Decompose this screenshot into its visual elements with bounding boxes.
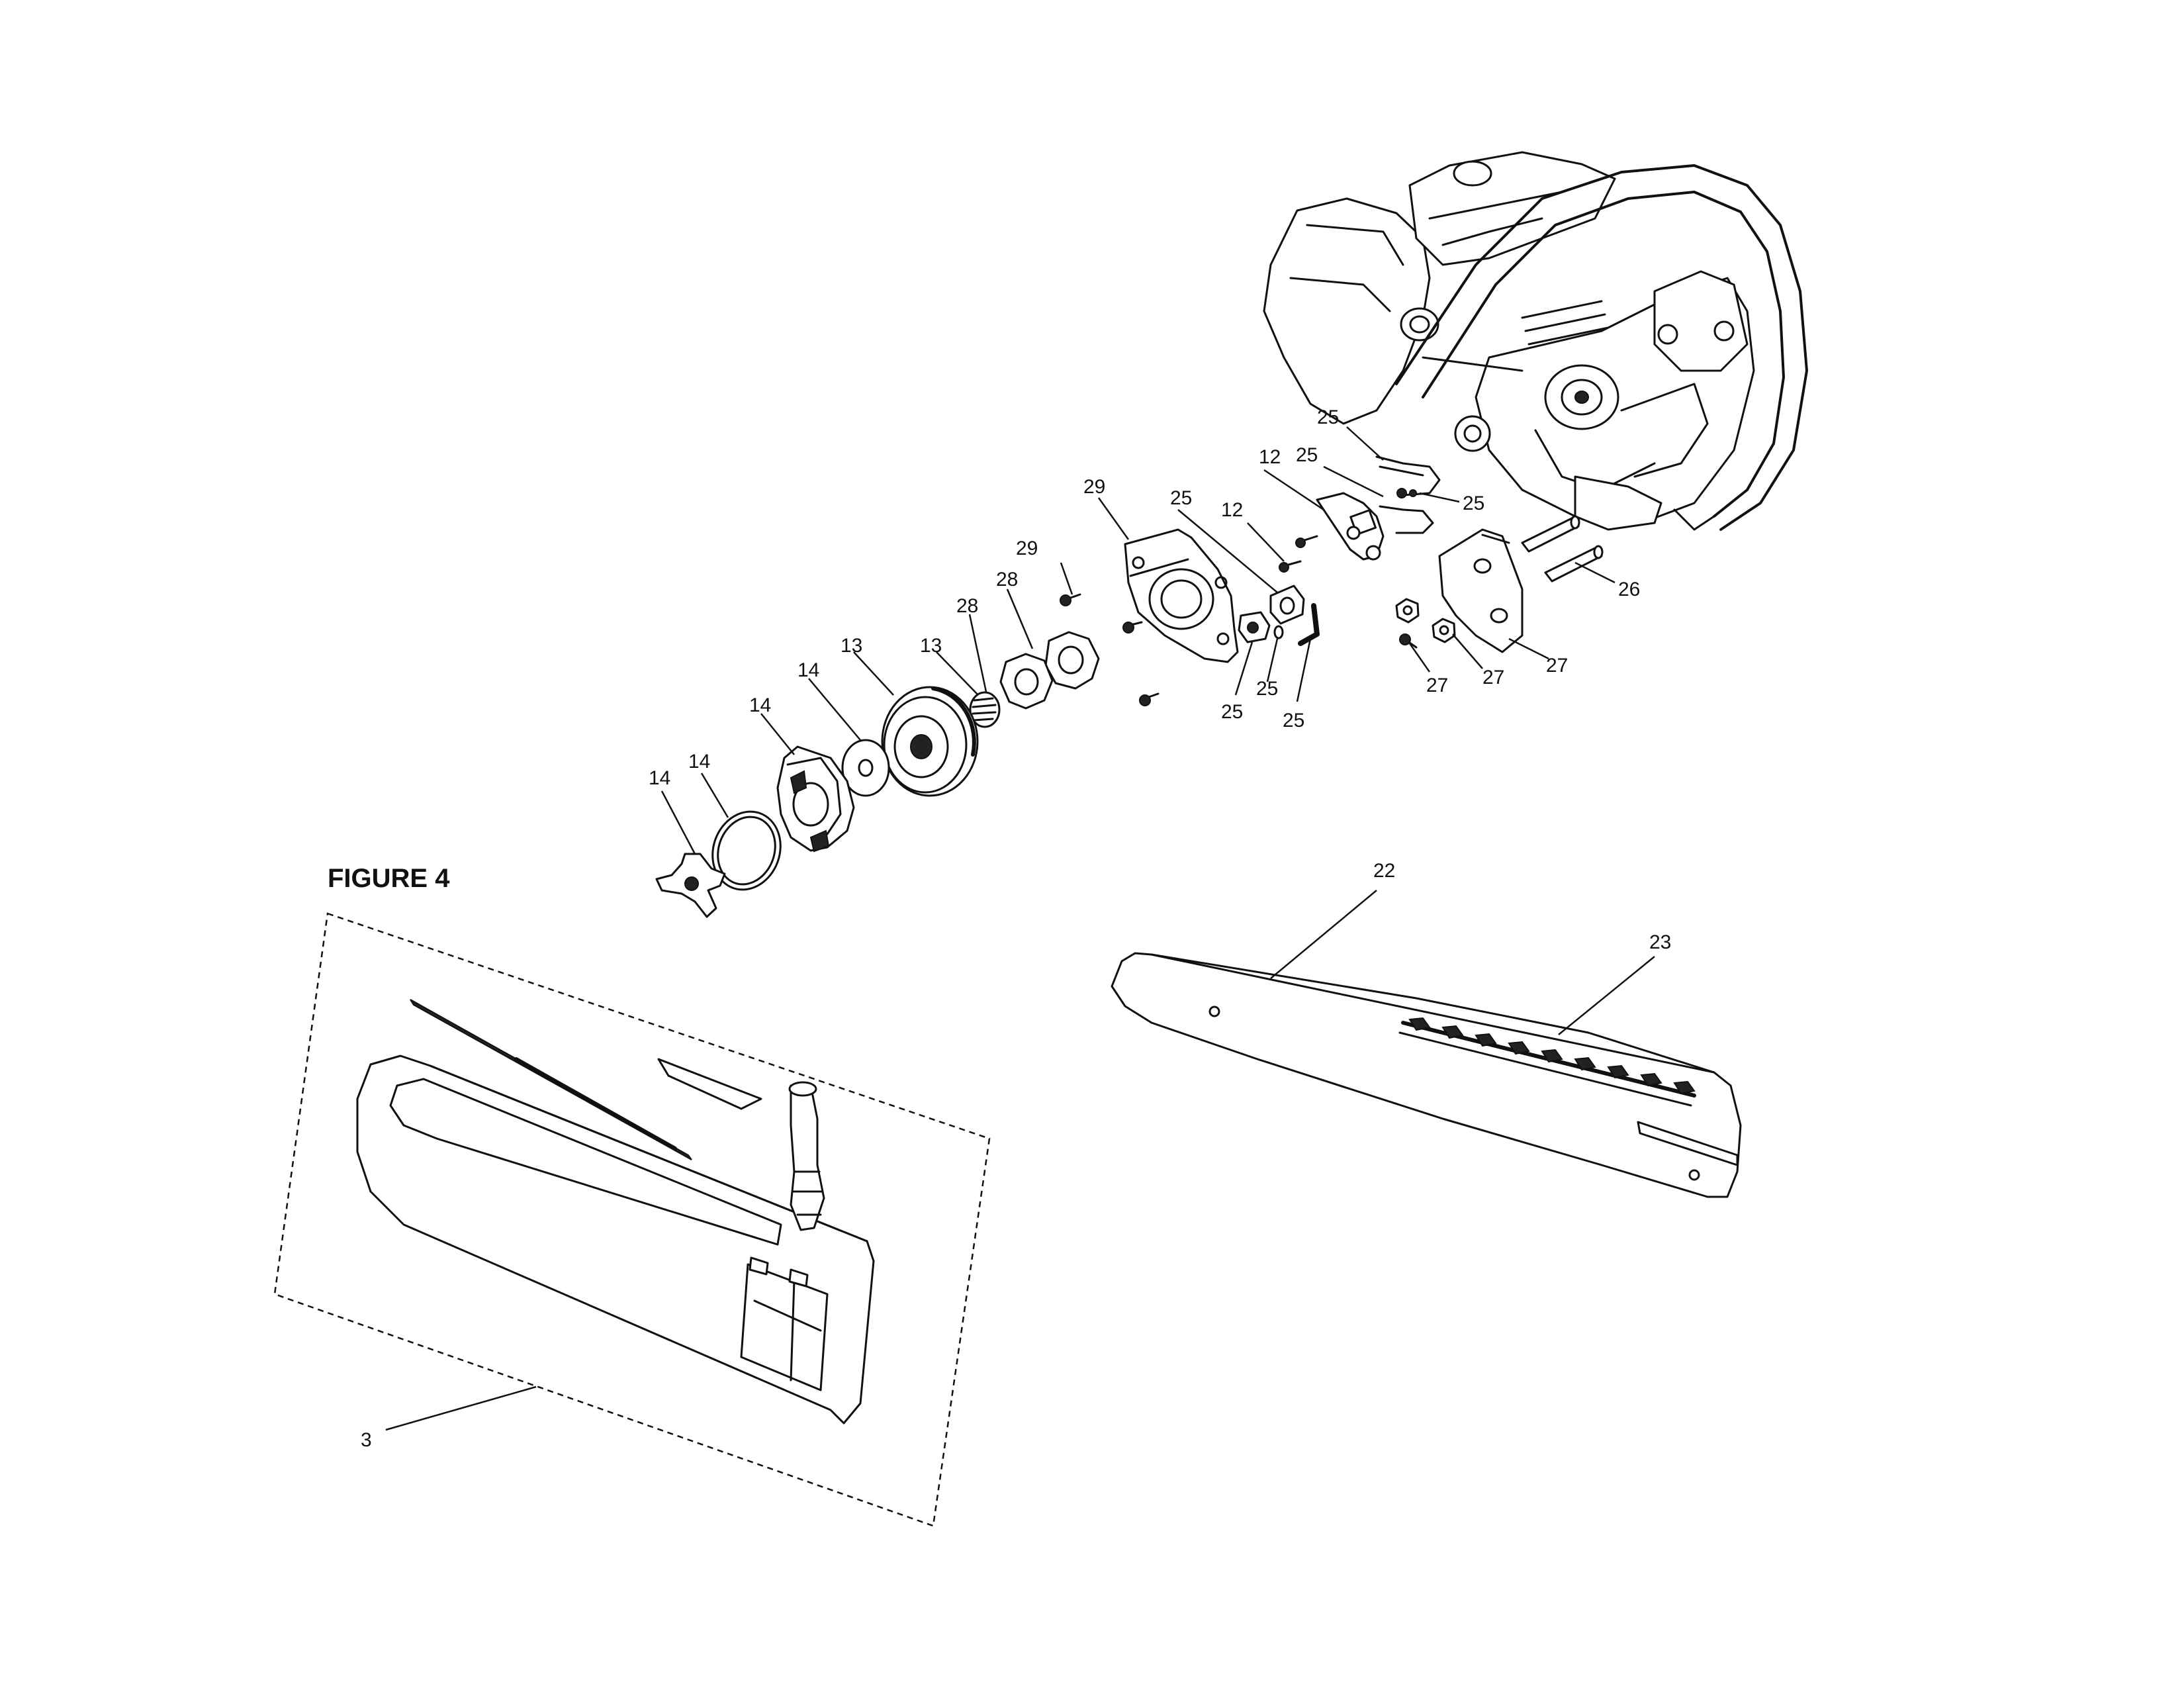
clutch-washer — [841, 739, 890, 797]
callout-13-a: 13 — [841, 635, 862, 657]
callout-27-b: 27 — [1482, 667, 1504, 688]
callout-23: 23 — [1649, 931, 1671, 953]
callout-29-a: 29 — [1083, 476, 1105, 498]
callout-14-b: 14 — [749, 694, 771, 716]
callout-labels: 3 12 12 13 13 14 14 14 14 22 23 25 25 25… — [361, 406, 1671, 1451]
callout-29-b: 29 — [1016, 538, 1038, 559]
clutch-spring — [711, 810, 782, 891]
saw-chain — [1398, 1017, 1696, 1107]
callout-27-a: 27 — [1546, 655, 1568, 677]
guide-plate — [1395, 528, 1524, 653]
pins — [1521, 515, 1604, 583]
callout-3: 3 — [361, 1429, 372, 1451]
callout-28-a: 28 — [956, 595, 978, 617]
clutch-shoes — [776, 745, 855, 853]
leader-lines — [385, 426, 1655, 1431]
clutch-cover-plate — [1060, 528, 1239, 706]
guide-bar — [1111, 952, 1742, 1198]
callout-26: 26 — [1618, 579, 1640, 600]
callout-25-c: 25 — [1463, 492, 1484, 514]
accessory-kit — [273, 912, 991, 1527]
callout-25-b: 25 — [1296, 444, 1318, 466]
callout-25-f: 25 — [1256, 678, 1278, 700]
callout-28-b: 28 — [996, 569, 1018, 590]
oil-pump-assembly — [1238, 455, 1441, 646]
chainsaw-powerhead — [1263, 151, 1808, 531]
callout-14-c: 14 — [688, 751, 710, 773]
sprocket-washers — [999, 631, 1100, 710]
callout-25-e: 25 — [1221, 701, 1243, 723]
callout-25-d: 25 — [1170, 487, 1192, 509]
callout-12-b: 12 — [1221, 499, 1243, 521]
callout-14-a: 14 — [797, 659, 819, 681]
callout-25-g: 25 — [1283, 710, 1304, 731]
callout-25-a: 25 — [1317, 406, 1339, 428]
callout-27-c: 27 — [1426, 675, 1448, 696]
figure-title: FIGURE 4 — [328, 864, 450, 893]
clutch-drum — [881, 686, 1001, 797]
callout-13-b: 13 — [920, 635, 942, 657]
callout-14-d: 14 — [649, 767, 670, 789]
callout-22: 22 — [1373, 860, 1395, 882]
callout-12-a: 12 — [1259, 446, 1281, 468]
